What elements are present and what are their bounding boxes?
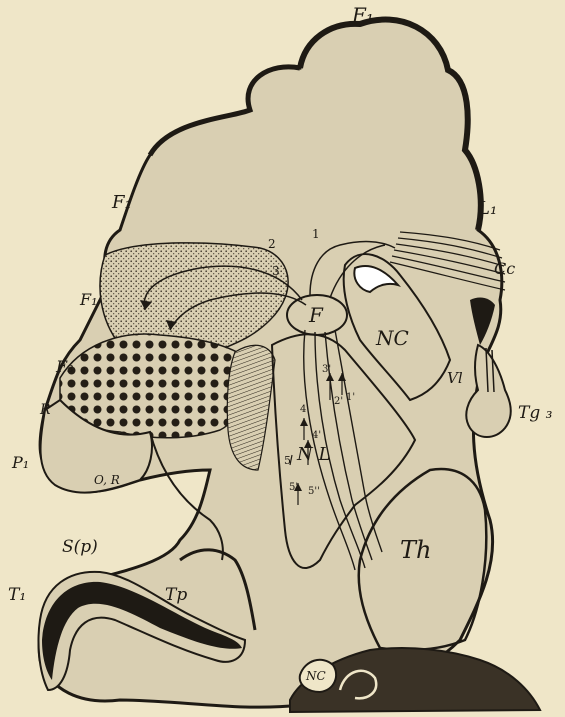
label-f1-mid: F₁ <box>79 290 98 309</box>
tract-number-5c: 5'' <box>308 486 320 497</box>
tract-number-5b: 5' <box>289 482 298 493</box>
tract-number-5: 5 <box>284 454 291 467</box>
label-l1: L₁ <box>477 198 497 219</box>
tract-number-2b: 2' <box>334 396 343 407</box>
label-t1: T₁ <box>8 585 26 605</box>
label-r: R <box>39 402 51 418</box>
label-p: P₁ <box>11 453 29 472</box>
label-tp: Tp <box>165 585 187 605</box>
tract-number-1b: 1' <box>346 392 355 403</box>
label-tg: Tg ₃ <box>518 403 553 423</box>
tract-number-4b: 4' <box>312 430 321 441</box>
label-vl: Vl <box>447 369 463 387</box>
tract-number-3b: 3' <box>322 364 331 375</box>
label-nl: N L <box>296 444 330 465</box>
label-th: Th <box>400 536 431 564</box>
tract-number-2: 2 <box>268 237 276 251</box>
label-nc: NC <box>375 326 409 350</box>
label-nc-small: NC <box>305 669 326 683</box>
label-f3: F₃ <box>55 357 74 376</box>
label-op: O, R <box>94 473 120 487</box>
label-sp: S(p) <box>62 537 98 557</box>
tract-number-3: 3 <box>272 264 280 278</box>
label-f1-top: F₁ <box>351 3 374 27</box>
tract-number-1: 1 <box>312 227 320 241</box>
label-f1-left: F₁ <box>111 192 132 213</box>
label-cc: Cc <box>494 259 515 278</box>
tract-number-4: 4 <box>300 404 306 415</box>
label-f-capsule: F <box>308 303 324 327</box>
